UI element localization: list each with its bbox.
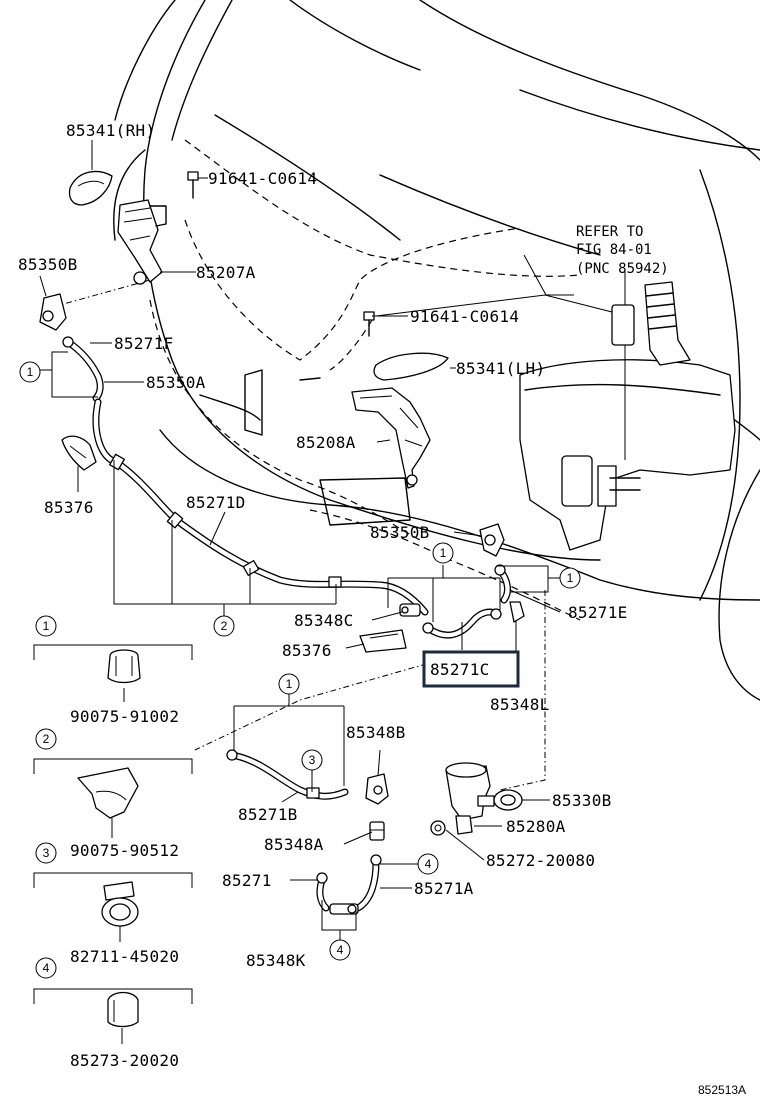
legend-num-4: 4 xyxy=(35,957,57,979)
washer-actuator-rh-icon xyxy=(117,199,167,285)
label-85272-20080[interactable]: 85272-20080 xyxy=(486,851,595,870)
label-85341-lh[interactable]: 85341(LH) xyxy=(456,359,545,378)
grommet-85348a-icon xyxy=(369,821,385,841)
clamp-85272-icon xyxy=(430,820,446,836)
legend xyxy=(33,644,193,1044)
callout-circles: 1 2 1 1 1 3 4 4 1 2 3 4 xyxy=(19,361,581,979)
svg-text:1: 1 xyxy=(43,619,50,633)
callout-4-b: 4 xyxy=(329,939,351,961)
washer-cover-lh-icon xyxy=(373,352,449,381)
clip-90075-90512-icon xyxy=(77,767,139,819)
svg-text:2: 2 xyxy=(43,732,50,746)
callout-4-a: 4 xyxy=(417,853,439,875)
refer-line-3: (PNC 85942) xyxy=(576,261,669,277)
figure-id: 852513A xyxy=(698,1083,746,1097)
joint-85348l-icon xyxy=(509,601,525,623)
svg-text:1: 1 xyxy=(567,571,574,585)
callout-1-b: 1 xyxy=(432,542,454,564)
label-85348c[interactable]: 85348C xyxy=(294,611,354,630)
svg-text:1: 1 xyxy=(440,546,447,560)
svg-text:1: 1 xyxy=(27,365,34,379)
nozzle-85350b-left-icon xyxy=(39,293,67,331)
callout-1-d: 1 xyxy=(278,673,300,695)
washer-actuator-lh-icon xyxy=(351,387,431,489)
washer-pump-icon xyxy=(445,762,495,835)
label-85271f[interactable]: 85271F xyxy=(114,334,174,353)
svg-text:2: 2 xyxy=(221,619,228,633)
highlight-box xyxy=(422,650,520,688)
label-85376-mid[interactable]: 85376 xyxy=(282,641,332,660)
bolt-mid-icon xyxy=(363,311,375,337)
label-85350b-right[interactable]: 85350B xyxy=(370,523,430,542)
legend-num-1: 1 xyxy=(35,615,57,637)
washer-cover-rh-icon xyxy=(68,170,113,206)
label-85280a[interactable]: 85280A xyxy=(506,817,566,836)
hose-85271a xyxy=(354,854,382,912)
grommet-85330b-icon xyxy=(493,789,523,811)
legend-part-3[interactable]: 82711-45020 xyxy=(70,947,179,966)
label-85348a[interactable]: 85348A xyxy=(264,835,324,854)
callout-2-a: 2 xyxy=(213,615,235,637)
clamp-82711-45020-icon xyxy=(101,881,139,927)
svg-text:4: 4 xyxy=(337,943,344,957)
washer-reservoir xyxy=(519,270,736,551)
legend-num-2: 2 xyxy=(35,728,57,750)
callout-1-a: 1 xyxy=(19,361,41,383)
svg-text:4: 4 xyxy=(425,857,432,871)
refer-line-1: REFER TO xyxy=(576,224,643,240)
label-85348k[interactable]: 85348K xyxy=(246,951,306,970)
bracket-85376-left-icon xyxy=(61,435,97,471)
joint-85348b-icon xyxy=(365,773,389,805)
label-85330b[interactable]: 85330B xyxy=(552,791,612,810)
part-labels: 85341(RH) 91641-C0614 85350B 85207A REFE… xyxy=(18,121,746,1097)
hose-85271 xyxy=(316,872,330,912)
label-85348b[interactable]: 85348B xyxy=(346,723,406,742)
svg-text:4: 4 xyxy=(43,961,50,975)
legend-part-2[interactable]: 90075-90512 xyxy=(70,841,179,860)
legend-part-1[interactable]: 90075-91002 xyxy=(70,707,179,726)
hose-85271e xyxy=(494,564,511,604)
callout-3-a: 3 xyxy=(301,749,323,771)
label-85271a[interactable]: 85271A xyxy=(414,879,474,898)
label-91641-mid[interactable]: 91641-C0614 xyxy=(410,307,519,326)
joint-85348c-icon xyxy=(399,603,421,617)
label-85207a[interactable]: 85207A xyxy=(196,263,256,282)
bracket-85376-mid-icon xyxy=(359,629,407,653)
label-85350b-left[interactable]: 85350B xyxy=(18,255,78,274)
label-85341-rh[interactable]: 85341(RH) xyxy=(66,121,155,140)
leader-lines xyxy=(38,140,613,940)
callout-1-c: 1 xyxy=(559,567,581,589)
bolt-top-icon xyxy=(187,171,199,199)
label-85208a[interactable]: 85208A xyxy=(296,433,356,452)
label-85350a[interactable]: 85350A xyxy=(146,373,206,392)
label-85271c[interactable]: 85271C xyxy=(430,660,490,679)
svg-text:1: 1 xyxy=(286,677,293,691)
label-91641-top[interactable]: 91641-C0614 xyxy=(208,169,317,188)
hose-85271b xyxy=(226,749,349,800)
hose-85271d xyxy=(92,398,429,616)
label-85376-left[interactable]: 85376 xyxy=(44,498,94,517)
clip-90075-91002-icon xyxy=(107,649,141,684)
clip-85273-20020-icon xyxy=(107,991,139,1028)
legend-num-3: 3 xyxy=(35,842,57,864)
label-85271e[interactable]: 85271E xyxy=(568,603,628,622)
label-85271[interactable]: 85271 xyxy=(222,871,272,890)
joint-85348k-icon xyxy=(329,903,359,915)
hose-85271f xyxy=(62,336,104,402)
svg-text:3: 3 xyxy=(309,753,316,767)
label-85271b[interactable]: 85271B xyxy=(238,805,298,824)
svg-text:3: 3 xyxy=(43,846,50,860)
label-85271d[interactable]: 85271D xyxy=(186,493,246,512)
refer-line-2[interactable]: FIG 84-01 xyxy=(576,242,652,258)
label-85348l[interactable]: 85348L xyxy=(490,695,550,714)
hose-85271c xyxy=(422,608,502,639)
legend-part-4[interactable]: 85273-20020 xyxy=(70,1051,179,1070)
connector-85350b-right-icon xyxy=(479,523,505,557)
